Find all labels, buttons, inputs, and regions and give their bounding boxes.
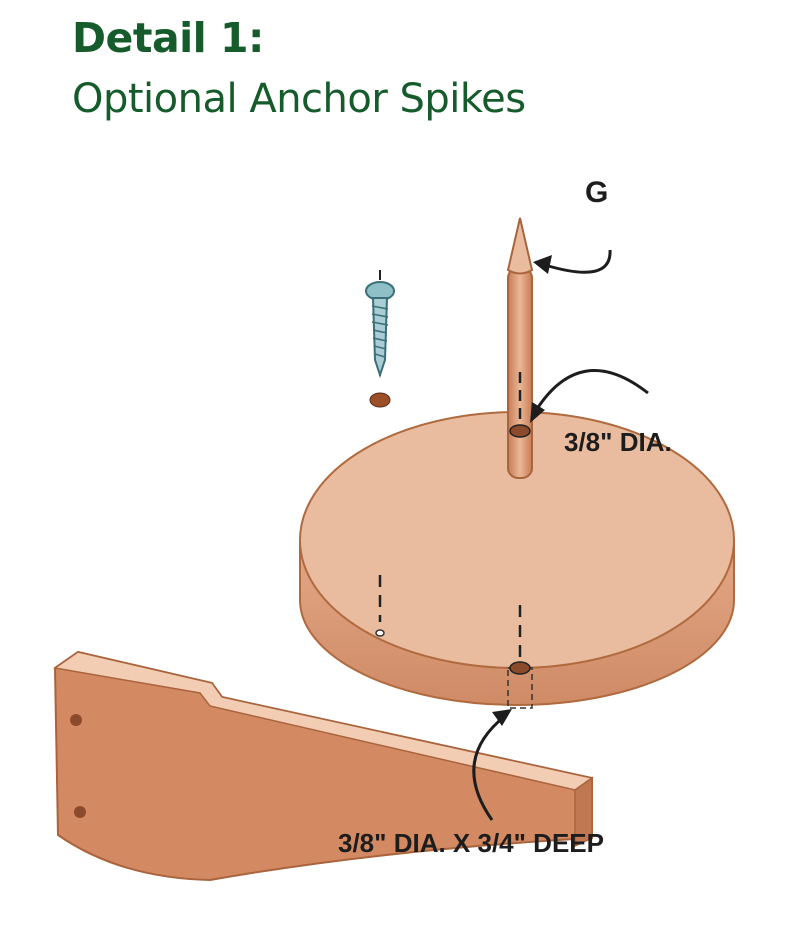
screw-icon bbox=[365, 270, 395, 408]
detail-title: Detail 1: bbox=[72, 14, 264, 62]
part-label-g: G bbox=[585, 176, 608, 209]
chair-leg bbox=[53, 650, 594, 882]
anchor-spike bbox=[506, 217, 534, 479]
wood-plug bbox=[369, 392, 391, 408]
round-disc bbox=[299, 411, 735, 709]
callout-arrows bbox=[472, 249, 649, 821]
leg-hole bbox=[74, 806, 86, 818]
detail-subtitle: Optional Anchor Spikes bbox=[72, 76, 526, 122]
hole-leg-label: 3/8" DIA. X 3/4" DEEP bbox=[338, 828, 604, 858]
leg-hole bbox=[70, 714, 82, 726]
hole-top-label: 3/8" DIA. bbox=[564, 427, 672, 457]
